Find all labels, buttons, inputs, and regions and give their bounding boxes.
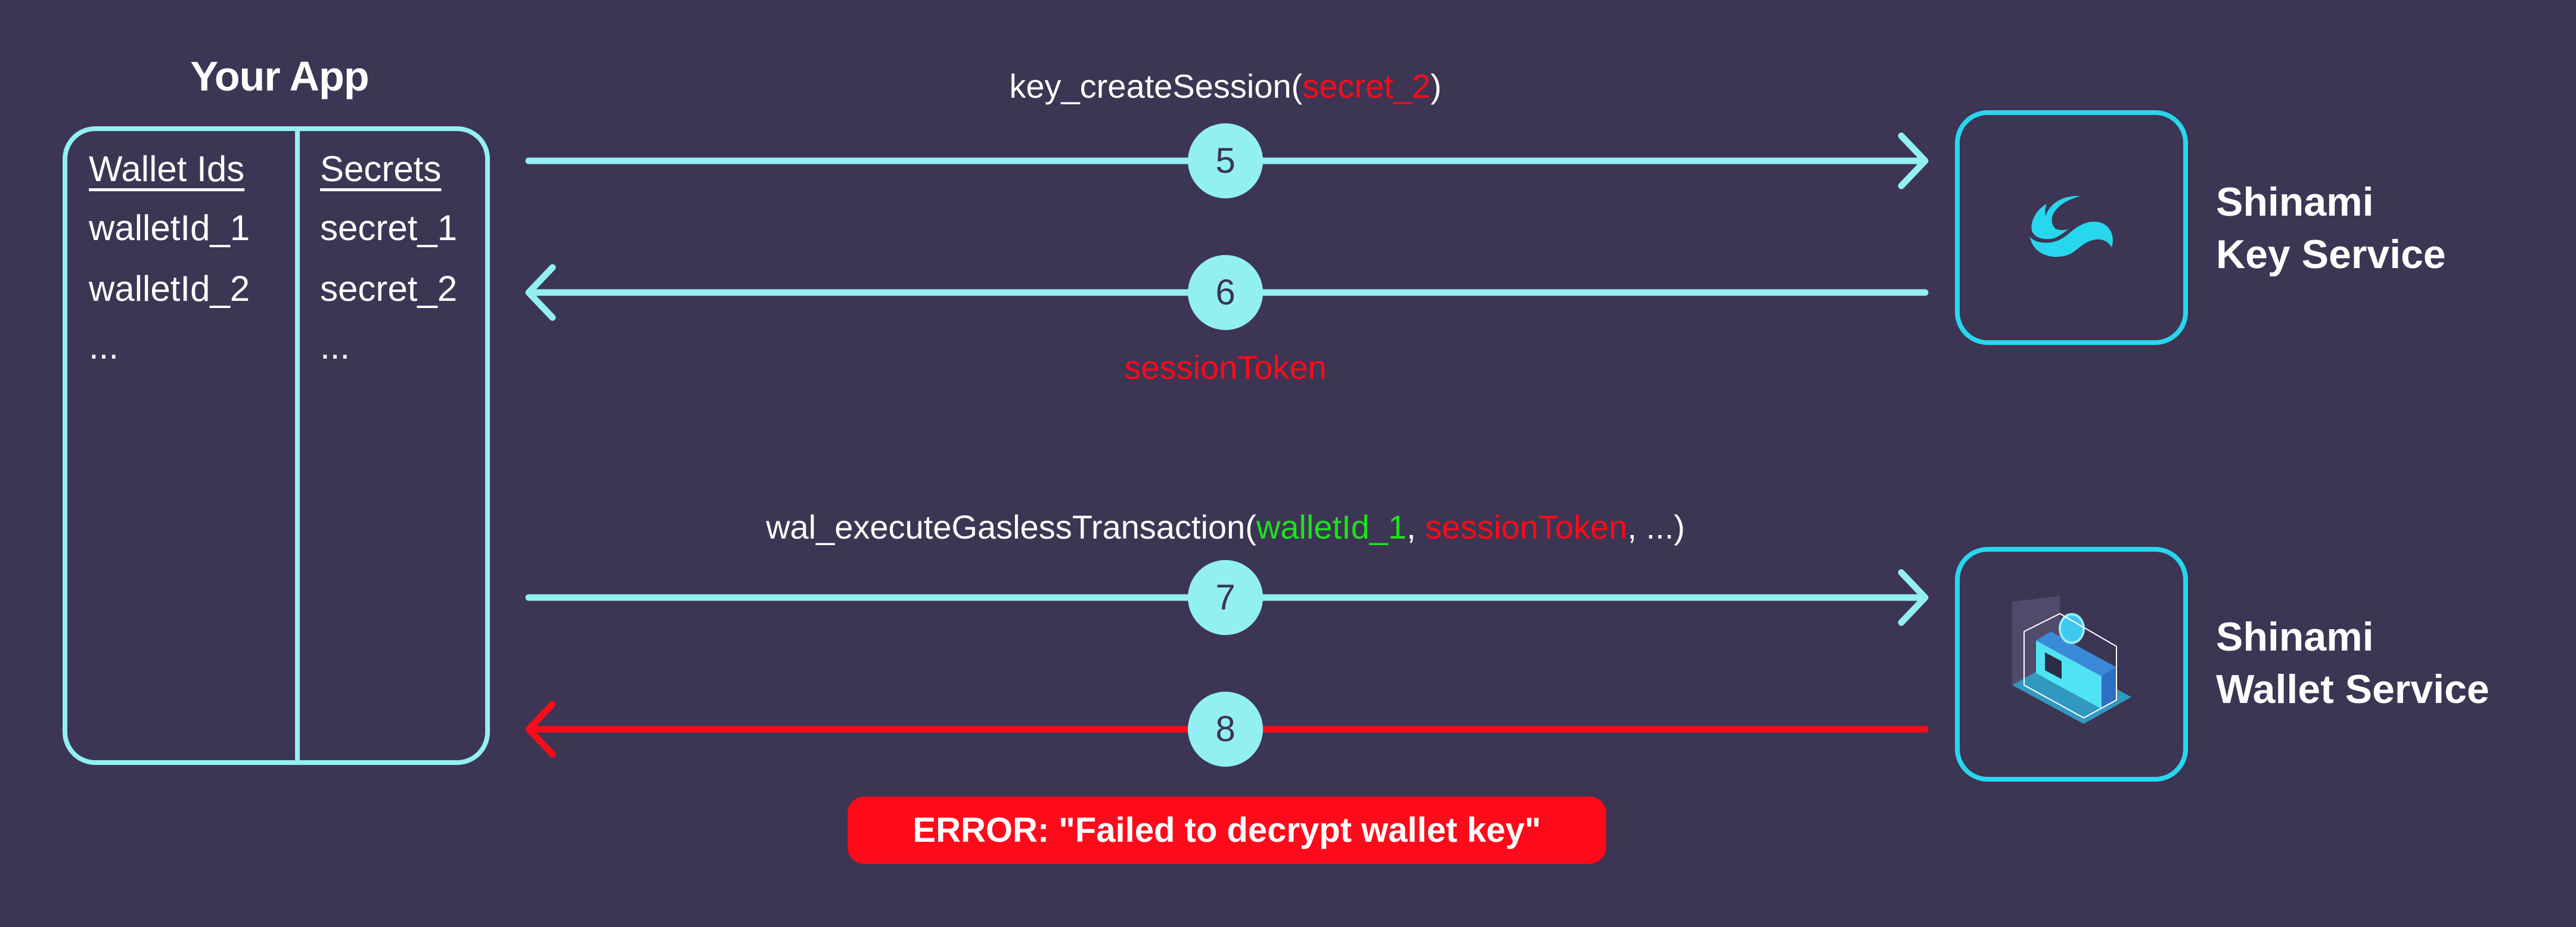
step-badge-5: 5 [1188,123,1263,198]
execute-transaction-label: wal_executeGaslessTransaction(walletId_1… [766,508,1685,546]
remaining-args: , ...) [1627,508,1685,546]
service-name-line: Wallet Service [2216,667,2490,712]
sui-wallet-illustration-icon [2012,596,2131,724]
step-badge-8: 8 [1188,692,1263,767]
service-name-line: Shinami [2216,614,2374,660]
wallet-id-argument: walletId_1 [1256,508,1407,546]
shinami-wave-logo-icon [2029,195,2113,257]
key-service-box [1955,110,2188,345]
app-storage-table [63,126,490,765]
secret-argument: secret_2 [1302,67,1430,105]
wallet-id-cell: walletId_1 [89,208,250,248]
table-column-divider [295,126,300,765]
wallet-service-box [1955,547,2188,782]
service-name-line: Key Service [2216,232,2446,277]
error-message-badge: ERROR: "Failed to decrypt wallet key" [848,797,1606,864]
create-session-label: key_createSession(secret_2) [1009,67,1441,105]
session-token-argument: sessionToken [1425,508,1628,546]
secret-cell: ... [320,326,350,366]
wallet-id-cell: ... [89,326,119,366]
app-title: Your App [190,53,369,99]
session-token-label: sessionToken [1124,349,1327,386]
service-name-line: Shinami [2216,179,2374,225]
wallet-id-cell: walletId_2 [89,269,250,309]
column-header-wallet-ids: Wallet Ids [89,149,245,189]
step-badge-6: 6 [1188,255,1263,330]
paren-close: ) [1430,67,1442,105]
function-name: wal_executeGaslessTransaction( [766,508,1256,546]
step-badge-7: 7 [1188,560,1263,635]
function-name: key_createSession( [1009,67,1303,105]
separator: , [1407,508,1426,546]
secret-cell: secret_2 [320,269,458,309]
column-header-secrets: Secrets [320,149,442,189]
secret-cell: secret_1 [320,208,458,248]
